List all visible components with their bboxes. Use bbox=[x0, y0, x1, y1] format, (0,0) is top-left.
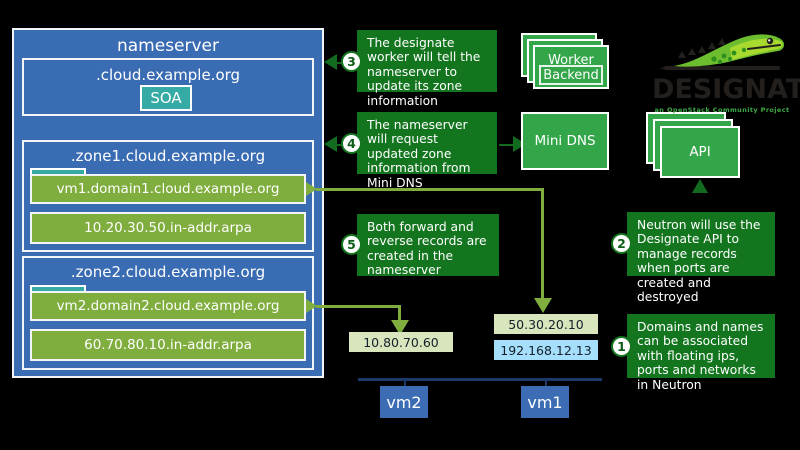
zone-2-forward-record: vm2.domain2.cloud.example.org bbox=[30, 291, 306, 321]
zone-2-label: .zone2.cloud.example.org bbox=[70, 263, 266, 281]
vm1-ip-arrow-icon bbox=[534, 298, 552, 313]
callout-4-to-minidns-line bbox=[499, 144, 517, 146]
worker-backend-box: Backend bbox=[539, 65, 603, 85]
nameserver-title: nameserver bbox=[116, 36, 220, 56]
callout-3-arrow-icon bbox=[324, 54, 337, 70]
callout-1: Domains and names can be associated with… bbox=[627, 314, 775, 392]
network-bar bbox=[358, 378, 602, 381]
designate-wordmark: DESIGNATE bbox=[652, 74, 800, 105]
callout-3-badge: 3 bbox=[341, 51, 362, 72]
callout-1-badge: 1 bbox=[611, 336, 632, 357]
vm1-box: vm1 bbox=[521, 386, 569, 418]
vm1-record-connector-h bbox=[316, 188, 544, 191]
vm1-floating-ip: 50.30.20.10 bbox=[494, 314, 598, 334]
zone-1-reverse-record: 10.20.30.50.in-addr.arpa bbox=[30, 212, 306, 244]
vm1-record-connector-v bbox=[541, 188, 544, 300]
vm2-network-stub bbox=[404, 378, 406, 388]
zone-1-label: .zone1.cloud.example.org bbox=[70, 147, 266, 165]
callout-5: Both forward and reverse records are cre… bbox=[357, 214, 499, 277]
vm2-box: vm2 bbox=[380, 386, 428, 418]
callout-2-badge: 2 bbox=[611, 233, 632, 254]
minidns-box: Mini DNS bbox=[521, 112, 609, 170]
designate-logo: DESIGNATE an OpenStack Community Project bbox=[652, 28, 800, 114]
soa-record: SOA bbox=[140, 85, 192, 111]
zone-root-label: .cloud.example.org bbox=[95, 66, 241, 84]
vm2-ip-arrow-icon bbox=[391, 320, 409, 335]
callout-3: The designate worker will tell the names… bbox=[357, 30, 497, 108]
callout-5-badge: 5 bbox=[341, 234, 362, 255]
alligator-icon bbox=[660, 34, 785, 70]
api-inbound-arrow-icon bbox=[692, 179, 708, 193]
zone-1-forward-record: vm1.domain1.cloud.example.org bbox=[30, 174, 306, 204]
vm1-record-arrow-icon bbox=[306, 182, 317, 196]
worker-label: Worker bbox=[548, 53, 594, 68]
vm2-record-connector-h bbox=[316, 305, 401, 308]
vm1-network-stub bbox=[545, 378, 547, 388]
callout-4-badge: 4 bbox=[341, 133, 362, 154]
callout-4-arrow-icon bbox=[324, 136, 337, 152]
api-box: API bbox=[660, 126, 740, 178]
vm2-floating-ip: 10.80.70.60 bbox=[349, 332, 453, 352]
vm2-record-arrow-icon bbox=[306, 299, 317, 313]
designate-tagline: an OpenStack Community Project bbox=[654, 106, 790, 114]
zone-2-reverse-record: 60.70.80.10.in-addr.arpa bbox=[30, 329, 306, 361]
vm1-fixed-ip: 192.168.12.13 bbox=[494, 340, 598, 360]
callout-4: The nameserver will request updated zone… bbox=[357, 112, 497, 190]
vm2-record-connector-v bbox=[398, 305, 401, 323]
callout-2: Neutron will use the Designate API to ma… bbox=[627, 212, 775, 304]
